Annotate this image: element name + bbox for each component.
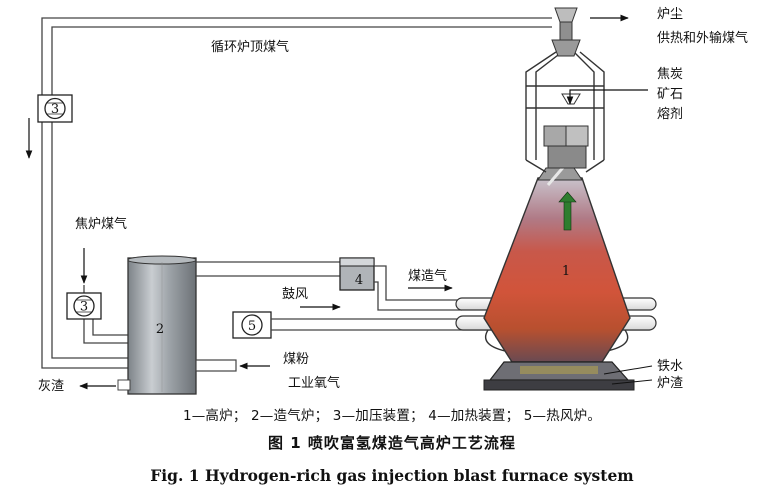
compressor-3-top-number: 3 (51, 102, 59, 117)
blast-furnace-number: 1 (562, 264, 570, 279)
label-furnace-slag: 炉渣 (657, 376, 683, 391)
process-diagram: 3 3 2 4 5 (25, 7, 748, 395)
caption-chinese: 图 1 喷吹富氢煤造气高炉工艺流程 (268, 434, 516, 452)
ash-outlet (117, 379, 131, 391)
label-pulverized-coal: 煤粉 (283, 352, 309, 367)
label-coal-gas: 煤造气 (408, 268, 447, 284)
label-ore: 矿石 (657, 87, 683, 102)
coal-oxygen-pipe (195, 359, 237, 372)
label-ash-slag: 灰渣 (38, 379, 64, 394)
charging-structure (525, 51, 605, 173)
label-blast: 鼓风 (282, 287, 308, 302)
compressor-3-bottom-number: 3 (80, 300, 88, 315)
tap-leader-line (603, 365, 653, 375)
hot-stove-number: 5 (248, 319, 256, 334)
gas-pipe-to-heater (196, 261, 340, 277)
label-coke: 焦炭 (657, 67, 683, 82)
blast-furnace-1: 1 (483, 163, 631, 363)
compressor-3-top: 3 (37, 94, 73, 123)
label-industrial-oxygen: 工业氧气 (288, 375, 340, 391)
furnace-base (483, 361, 635, 391)
charge-leader-line (566, 89, 648, 105)
recirculation-pipe (41, 17, 552, 369)
heater-number: 4 (355, 273, 363, 288)
label-flux: 熔剂 (657, 107, 683, 122)
tap-leader-line-2 (611, 379, 653, 385)
legend: 1—高炉； 2—造气炉； 3—加压装置； 4—加热装置； 5—热风炉。 (182, 408, 602, 424)
label-hot-metal: 铁水 (657, 359, 683, 374)
label-furnace-dust: 炉尘 (657, 7, 683, 22)
hot-stove-5: 5 (232, 311, 272, 339)
heater-4: 4 (339, 257, 375, 291)
label-heat-supply-gas: 供热和外输煤气 (657, 30, 748, 46)
gasifier-2: 2 (127, 255, 197, 395)
caption-english: Fig. 1 Hydrogen-rich gas injection blast… (150, 466, 634, 485)
coal-gas-pipe (374, 265, 462, 311)
gasifier-number: 2 (156, 322, 164, 337)
compressor-3-bottom: 3 (66, 292, 102, 320)
label-coke-oven-gas: 焦炉煤气 (75, 216, 127, 232)
label-circulating-top-gas: 循环炉顶煤气 (211, 39, 289, 55)
top-hopper (543, 7, 589, 169)
